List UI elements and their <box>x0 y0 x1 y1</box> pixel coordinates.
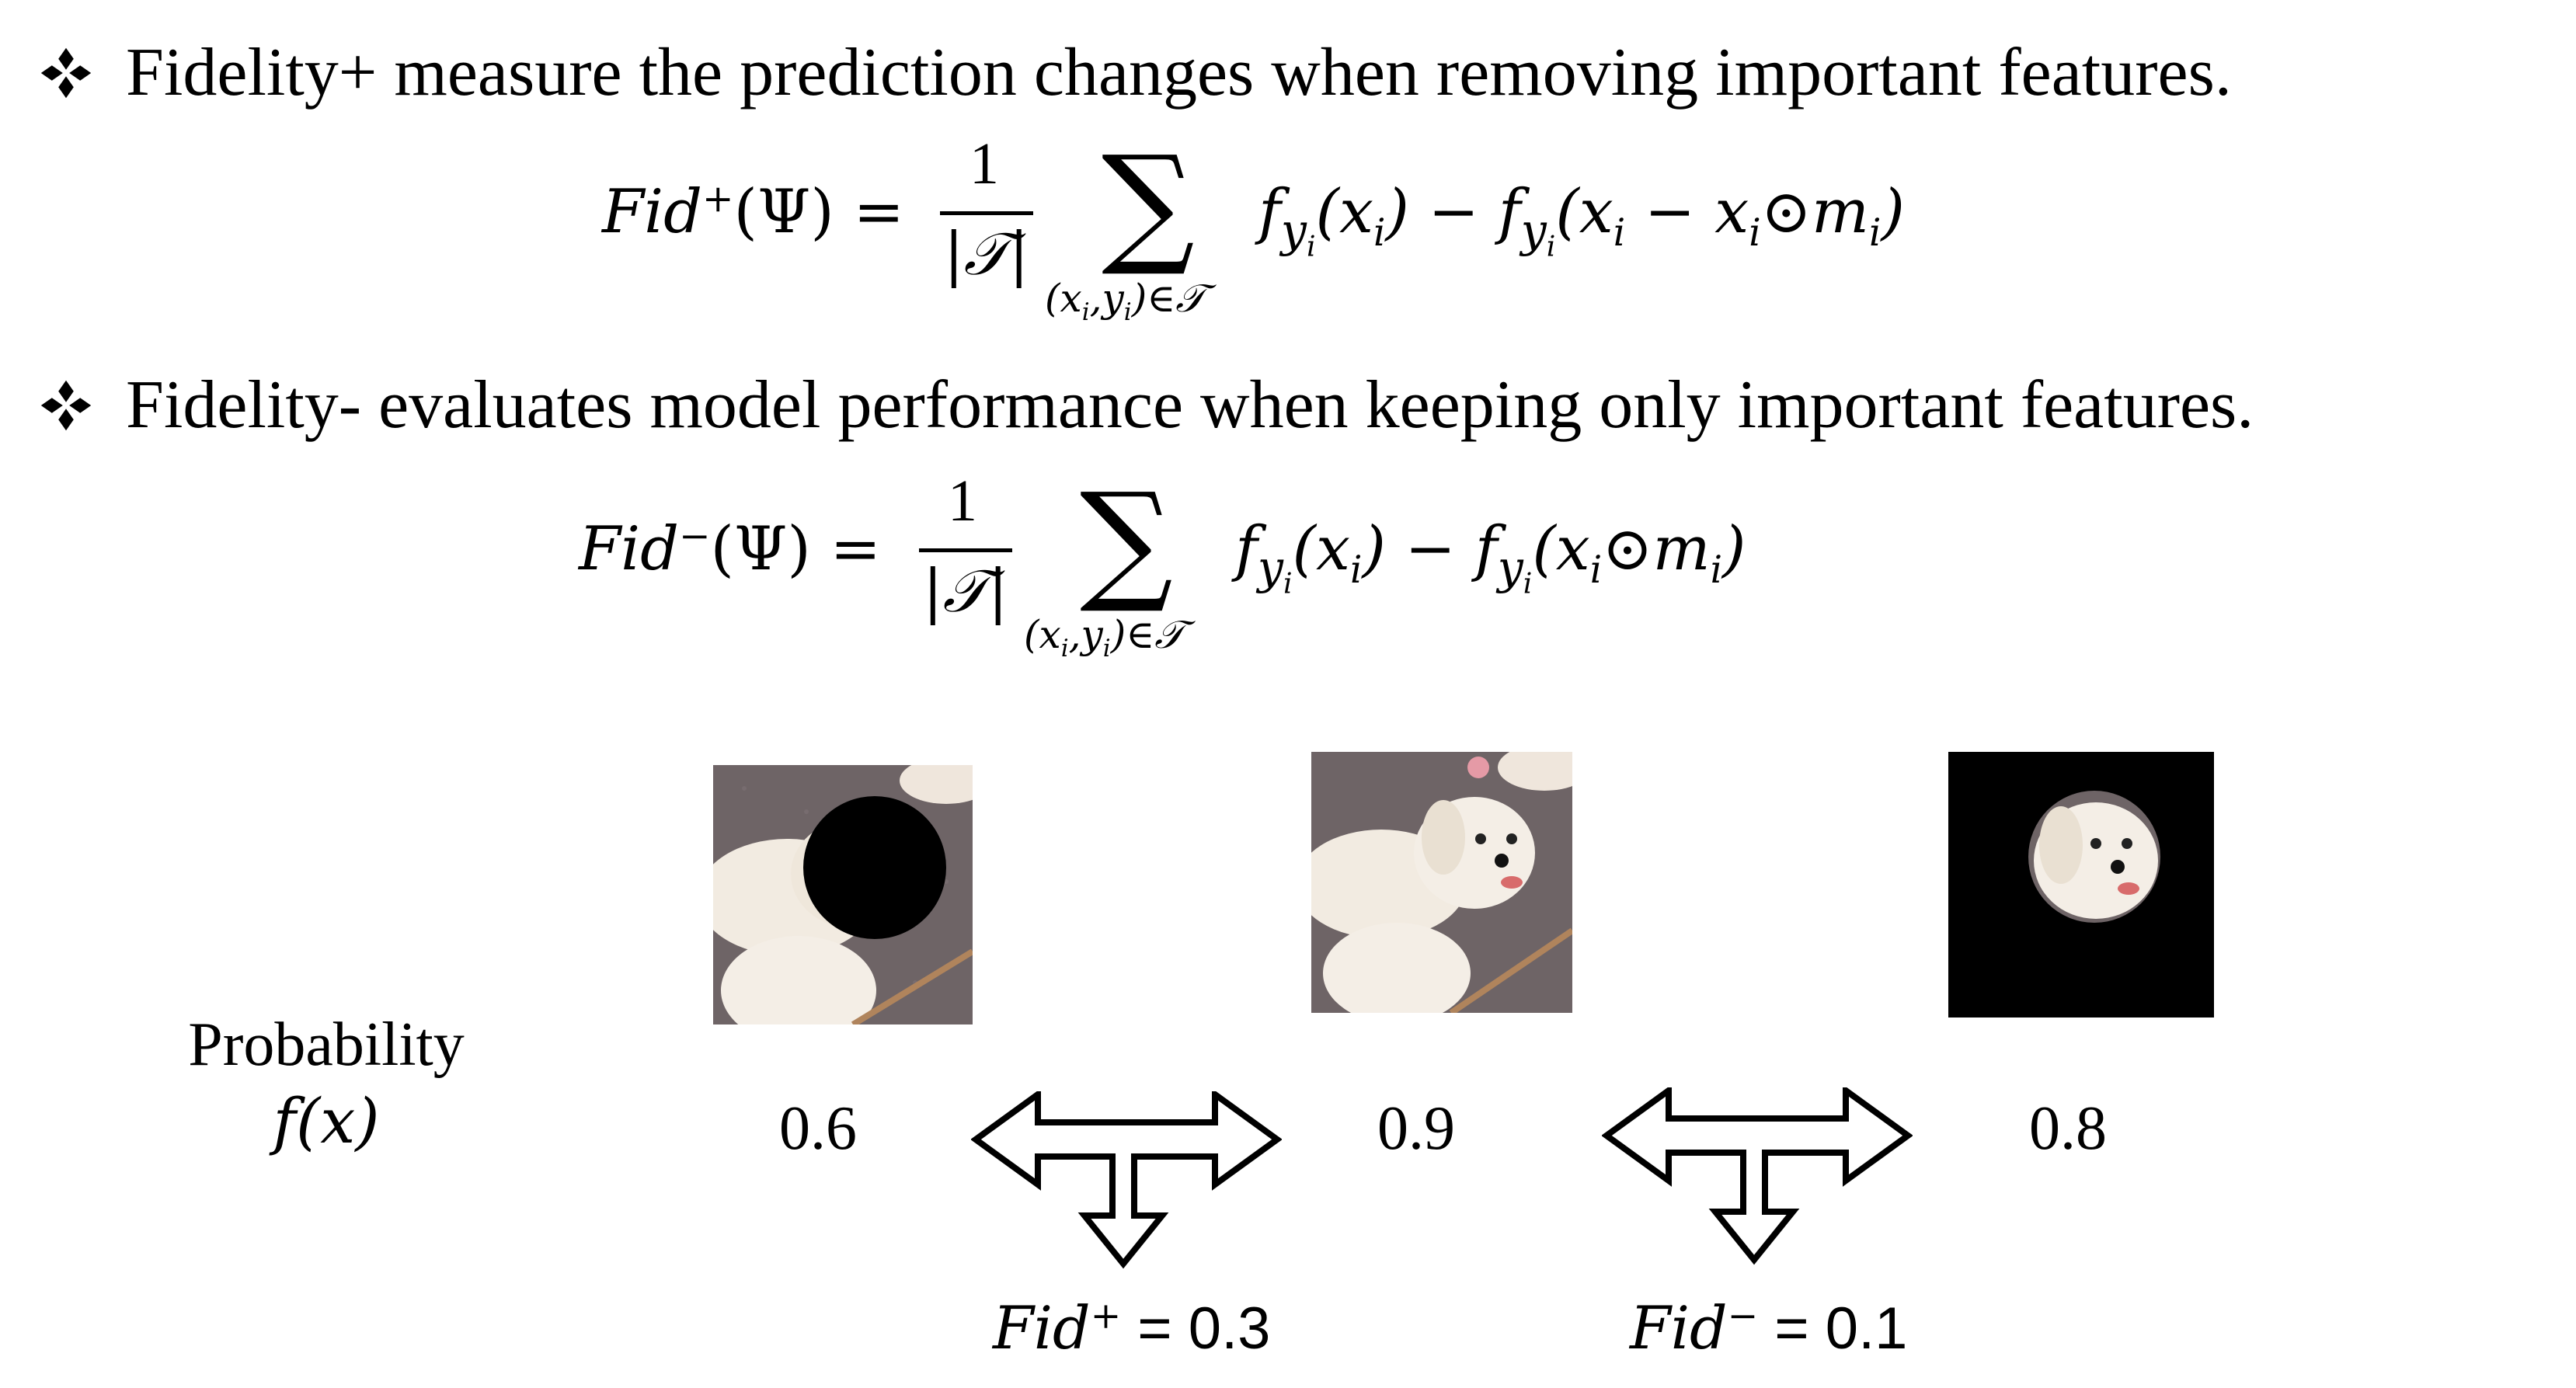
kept-region-image <box>1948 752 2214 1018</box>
fraction-numerator: 1 <box>969 131 999 197</box>
formula-sup: + <box>702 177 734 221</box>
result-fid-minus: Fid− = 0.1 <box>1630 1293 1908 1362</box>
bullet-fidelity-minus: Fidelity- evaluates model performance wh… <box>39 371 2254 440</box>
formula-rhs: fyi(xi) − fyi(xi − xi⊙mi) <box>1258 177 1905 263</box>
bullet-fidelity-plus: Fidelity+ measure the prediction changes… <box>39 39 2232 107</box>
probability-text: Probability <box>188 1011 465 1079</box>
summation-sign: ∑ <box>1102 127 1195 280</box>
fraction-denominator: |𝒯| <box>944 219 1029 288</box>
fraction-bar <box>940 211 1033 215</box>
value-masked: 0.6 <box>779 1094 857 1163</box>
formula-name: Fid <box>602 177 702 247</box>
diamond-four-icon <box>40 380 92 431</box>
fraction-denominator: |𝒯| <box>923 556 1008 625</box>
value-kept: 0.8 <box>2029 1094 2107 1163</box>
bullet-text: Fidelity- evaluates model performance wh… <box>126 367 2254 443</box>
summation-index: (xi,yi)∈𝒯 <box>1024 612 1185 663</box>
value-original: 0.9 <box>1377 1094 1455 1163</box>
formula-sup: − <box>679 514 711 558</box>
formula-name: Fid <box>579 514 679 584</box>
difference-arrow-icon <box>1602 1087 1913 1265</box>
summation-sign: ∑ <box>1080 464 1173 617</box>
original-dog-image <box>1311 752 1572 1013</box>
probability-label: Probability f(x) <box>171 1010 482 1157</box>
formula-arg: (Ψ) = <box>710 514 881 584</box>
fraction-numerator: 1 <box>948 468 977 534</box>
result-fid-plus: Fid+ = 0.3 <box>993 1293 1271 1362</box>
masked-dog-image <box>713 765 973 1024</box>
difference-arrow-icon <box>971 1091 1282 1269</box>
bullet-text: Fidelity+ measure the prediction changes… <box>126 35 2232 110</box>
summation-index: (xi,yi)∈𝒯 <box>1045 276 1206 326</box>
probability-function: f(x) <box>273 1085 380 1157</box>
formula-rhs: fyi(xi) − fyi(xi⊙mi) <box>1235 514 1746 600</box>
diamond-four-icon <box>40 47 92 99</box>
fraction-bar <box>919 548 1012 552</box>
formula-arg: (Ψ) = <box>733 177 904 247</box>
